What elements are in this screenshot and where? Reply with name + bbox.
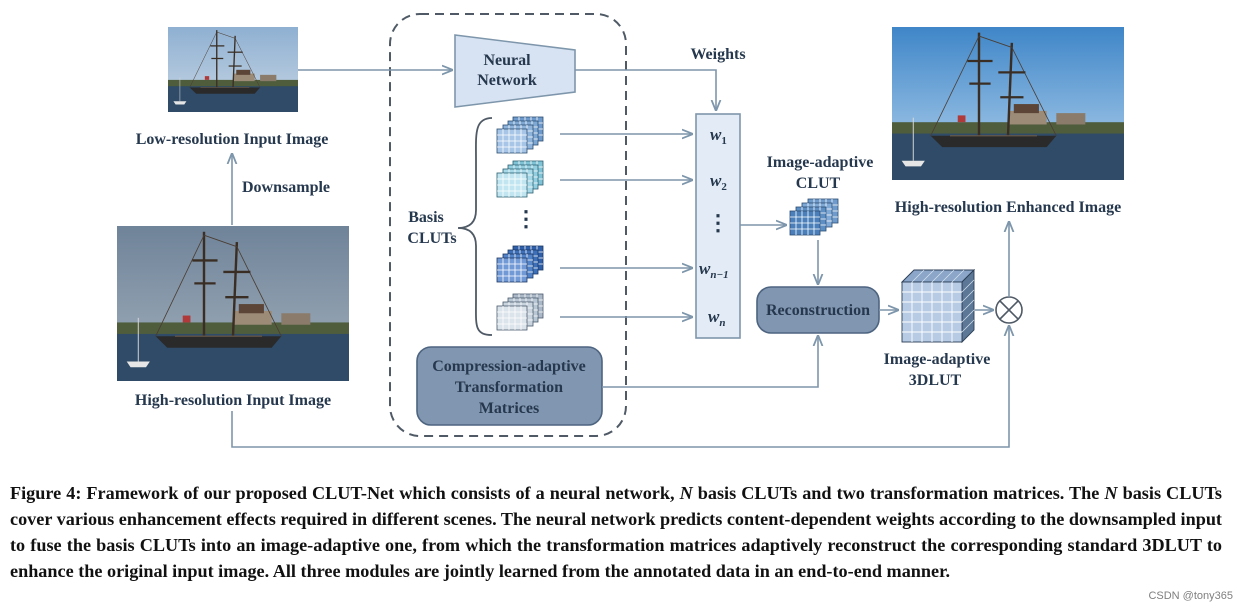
image-adaptive-3dlut-label-1: Image-adaptive [884,351,991,368]
image-adaptive-clut-label-1: Image-adaptive [767,154,874,171]
compression-matrices-label-3: Matrices [479,400,539,417]
figure-caption: Figure 4: Framework of our proposed CLUT… [10,483,1222,581]
weights-arrow [575,69,716,110]
clut-module-boundary [389,13,627,437]
basis-clut-2 [496,160,544,198]
basis-cluts-ellipsis: ⋮ [515,206,537,231]
compression-matrices-label-1: Compression-adaptive [432,358,586,375]
compression-matrices-box [416,346,603,426]
low-res-input-label: Low-resolution Input Image [136,131,329,148]
downsample-label: Downsample [242,179,330,196]
multiply-operator-icon [995,296,1023,324]
compression-matrices-label-2: Transformation [455,379,563,396]
neural-network-label-1: Neural [483,52,531,69]
matrices-to-reconstruction-arrow [602,336,818,388]
basis-cluts-brace [457,117,493,336]
input-bypass-arrow [231,326,1009,448]
watermark: CSDN @tony365 [1148,590,1233,602]
high-res-input-image [117,226,349,381]
image-adaptive-clut [789,198,839,236]
basis-cluts-label-1: Basis [408,209,444,226]
high-res-enhanced-label: High-resolution Enhanced Image [895,199,1121,216]
weight-w1: w1 [710,125,727,147]
basis-clut-n [496,293,544,331]
image-adaptive-3dlut-cube [900,268,976,344]
basis-cluts-label-2: CLUTs [407,230,456,247]
framework-diagram: Low-resolution Input Image High-resoluti… [117,13,1124,448]
low-res-input-image [168,27,298,112]
image-adaptive-3dlut-label-2: 3DLUT [909,372,962,389]
neural-network-label-2: Network [477,72,537,89]
high-res-enhanced-image [892,27,1124,180]
weight-ellipsis: ⋮ [707,210,729,235]
weight-w2: w2 [710,171,727,193]
image-adaptive-clut-label-2: CLUT [796,175,841,192]
weight-wn-minus-1: wn−1 [699,259,729,281]
weight-vector [695,113,741,339]
high-res-input-label: High-resolution Input Image [135,392,331,409]
weight-wn: wn [708,307,725,329]
weights-label: Weights [690,46,745,63]
basis-clut-n-minus-1 [496,245,544,283]
reconstruction-label: Reconstruction [766,302,870,319]
basis-clut-1 [496,116,544,154]
neural-network [454,34,576,108]
